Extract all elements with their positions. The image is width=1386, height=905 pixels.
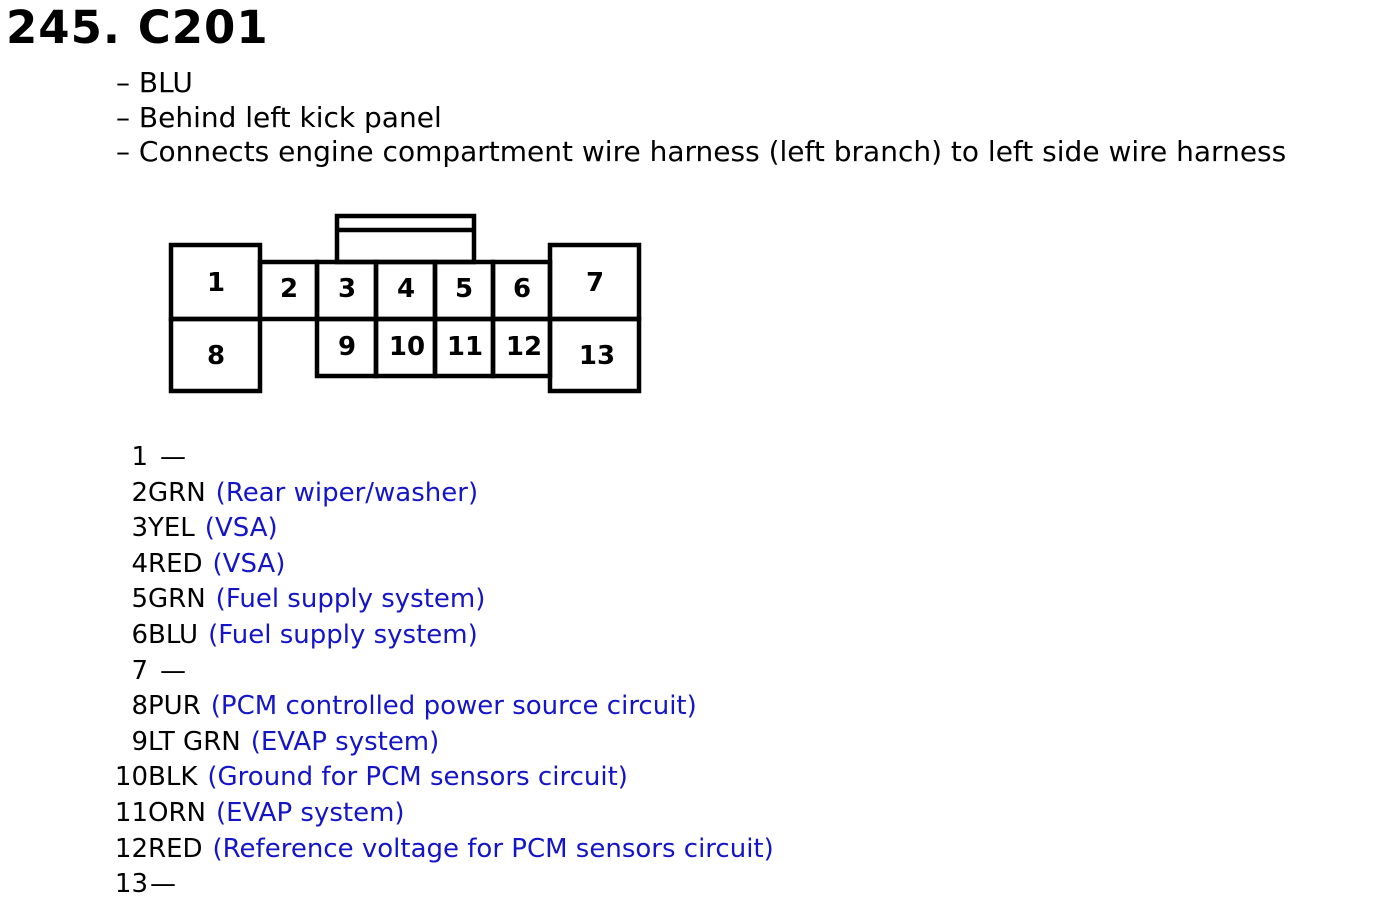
pin-row: 13— <box>0 868 176 900</box>
cavity-8-frame <box>168 316 263 394</box>
connector-details: – BLU – Behind left kick panel – Connect… <box>116 66 1286 170</box>
cavity-10-label: 10 <box>389 332 425 362</box>
cavity-3-label: 3 <box>338 274 356 304</box>
pin-row: 3YEL (VSA) <box>0 512 278 544</box>
pin-row: 1— <box>0 441 186 473</box>
pin-number: 12 <box>114 833 148 864</box>
cavity-5-label: 5 <box>455 274 473 304</box>
lock-tab <box>334 213 477 265</box>
pin-row: 5GRN (Fuel supply system) <box>0 583 485 615</box>
detail-connects: – Connects engine compartment wire harne… <box>116 135 1287 168</box>
pin-row: 12RED (Reference voltage for PCM sensors … <box>0 833 774 865</box>
pin-number: 10 <box>114 762 148 793</box>
pin-row: 6BLU (Fuel supply system) <box>0 619 478 651</box>
pin-number: 6 <box>131 620 148 650</box>
pin-wire-color: LT GRN <box>148 726 241 757</box>
cavity-11-label: 11 <box>447 332 483 362</box>
connector-title: 245. C201 <box>6 1 269 54</box>
pin-row: 8PUR (PCM controlled power source circuit… <box>0 690 697 722</box>
cavity-13-label: 13 <box>579 341 615 371</box>
pin-wire-color: RED <box>148 833 203 864</box>
pin-wire-color: BLU <box>148 620 199 650</box>
pin-number: 11 <box>114 798 148 828</box>
pin-circuit-description[interactable]: (PCM controlled power source circuit) <box>210 691 697 722</box>
pin-circuit-description[interactable]: (Ground for PCM sensors circuit) <box>207 762 628 793</box>
pin-circuit-description[interactable]: (VSA) <box>212 548 286 579</box>
pin-circuit-description[interactable]: (EVAP system) <box>215 798 405 828</box>
pin-number: 13 <box>114 869 148 900</box>
cavity-2-label: 2 <box>280 274 298 304</box>
pin-number: 1 <box>131 442 148 472</box>
pin-row: 4RED (VSA) <box>0 548 285 580</box>
pin-number: 8 <box>131 691 148 722</box>
pin-circuit-description[interactable]: (Fuel supply system) <box>215 584 486 615</box>
pin-row: 7— <box>0 655 186 687</box>
cavity-7-label: 7 <box>586 268 604 298</box>
cavity-13-frame <box>547 316 642 394</box>
pin-wire-color: PUR <box>148 691 201 722</box>
pin-circuit-description[interactable]: (EVAP system) <box>250 726 440 757</box>
pin-number: 2 <box>131 477 148 508</box>
pin-number: 5 <box>131 584 148 615</box>
cavity-8-label: 8 <box>207 341 225 371</box>
pin-number: 7 <box>131 655 148 686</box>
pin-wire-color: GRN <box>148 477 206 508</box>
pin-circuit-description[interactable]: (Reference voltage for PCM sensors circu… <box>212 833 774 864</box>
pin-number: 9 <box>131 726 148 757</box>
detail-location: – Behind left kick panel <box>116 100 442 134</box>
pin-circuit-description[interactable]: (VSA) <box>204 513 278 544</box>
detail-color: – BLU <box>116 66 193 99</box>
pin-wire-color: BLK <box>148 762 198 793</box>
pin-number: 3 <box>131 513 148 544</box>
cavity-4-label: 4 <box>397 274 415 304</box>
cavity-9-label: 9 <box>338 332 356 362</box>
pin-wire-color: YEL <box>148 513 195 544</box>
pin-wire-color: ORN <box>148 798 206 828</box>
cavity-1-label: 1 <box>207 268 225 298</box>
pin-wire-color: GRN <box>148 584 206 615</box>
cavity-6-label: 6 <box>513 274 531 304</box>
pin-wire-color: — <box>160 655 186 686</box>
pin-row: 11ORN (EVAP system) <box>0 797 405 829</box>
pin-wire-color: — <box>160 442 186 472</box>
pin-circuit-description[interactable]: (Rear wiper/washer) <box>215 477 479 508</box>
pin-circuit-description[interactable]: (Fuel supply system) <box>208 620 478 650</box>
pin-wire-color: RED <box>148 548 203 579</box>
pin-row: 2GRN (Rear wiper/washer) <box>0 477 478 509</box>
pin-row: 9LT GRN (EVAP system) <box>0 726 439 758</box>
pin-number: 4 <box>131 548 148 579</box>
pin-wire-color: — <box>150 869 176 900</box>
pin-row: 10BLK (Ground for PCM sensors circuit) <box>0 761 628 793</box>
cavity-12-label: 12 <box>506 332 542 362</box>
